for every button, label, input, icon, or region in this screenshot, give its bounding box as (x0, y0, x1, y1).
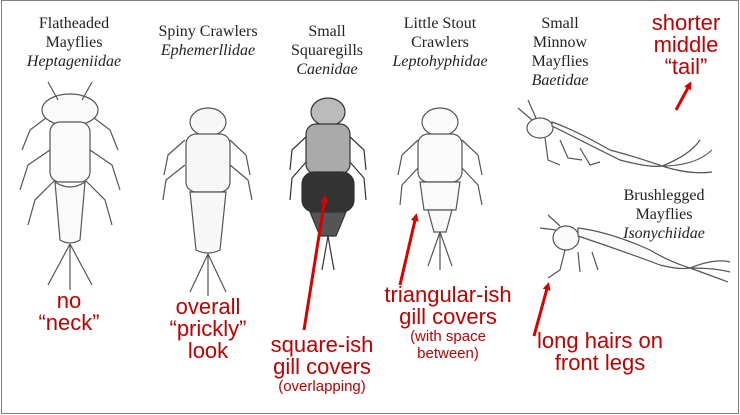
common-name-line: Minnow (520, 33, 600, 52)
common-name-line: Spiny Crawlers (145, 22, 271, 41)
note-line: look (152, 340, 264, 362)
small-squaregill-drawing (290, 98, 366, 270)
common-name-line: Mayflies (606, 205, 722, 224)
note-line: gill covers (260, 356, 384, 378)
note-shorter-middle-tail: shorter middle “tail” (640, 12, 732, 78)
note-long-hairs-front-legs: long hairs on front legs (518, 330, 682, 374)
label-flatheaded-mayflies: Flatheaded Mayflies Heptageniidae (14, 14, 134, 71)
label-spiny-crawlers: Spiny Crawlers Ephemerllidae (145, 22, 271, 60)
common-name-line: Mayflies (520, 52, 600, 71)
note-triangular-gill-covers: triangular-ish gill covers (with space b… (368, 284, 528, 362)
common-name-line: Small (520, 14, 600, 33)
note-line: (overlapping) (260, 378, 384, 395)
note-line: gill covers (368, 306, 528, 328)
label-little-stout-crawlers: Little Stout Crawlers Leptohyphidae (382, 14, 498, 71)
arrow-middle-tail (676, 84, 690, 110)
small-minnow-mayfly-drawing (518, 100, 712, 173)
common-name-line: Mayflies (14, 33, 134, 52)
latin-name: Baetidae (520, 71, 600, 90)
note-line: shorter (640, 12, 732, 34)
note-line: long hairs on (518, 330, 682, 352)
note-line: triangular-ish (368, 284, 528, 306)
note-line: overall (152, 296, 264, 318)
latin-name: Leptohyphidae (382, 52, 498, 71)
common-name-line: Little Stout (382, 14, 498, 33)
note-line: “prickly” (152, 318, 264, 340)
note-line: “tail” (640, 56, 732, 78)
label-brushlegged-mayflies: Brushlegged Mayflies Isonychiidae (606, 186, 722, 243)
common-name-line: Crawlers (382, 33, 498, 52)
note-square-gill-covers: square-ish gill covers (overlapping) (260, 334, 384, 395)
common-name-line: Squaregills (280, 41, 374, 60)
latin-name: Isonychiidae (606, 224, 722, 243)
flatheaded-mayfly-drawing (20, 82, 120, 290)
spiny-crawler-drawing (163, 108, 252, 296)
note-line: “neck” (14, 312, 124, 334)
note-prickly-look: overall “prickly” look (152, 296, 264, 362)
note-no-neck: no “neck” (14, 290, 124, 334)
arrow-triangular-gills (400, 216, 416, 285)
note-line: square-ish (260, 334, 384, 356)
common-name-line: Brushlegged (606, 186, 722, 205)
latin-name: Ephemerllidae (145, 41, 271, 60)
common-name-line: Small (280, 22, 374, 41)
note-line: (with space (368, 328, 528, 345)
note-line: no (14, 290, 124, 312)
note-line: between) (368, 345, 528, 362)
latin-name: Caenidae (280, 60, 374, 79)
latin-name: Heptageniidae (14, 52, 134, 71)
label-small-squaregills: Small Squaregills Caenidae (280, 22, 374, 79)
note-line: middle (640, 34, 732, 56)
common-name-line: Flatheaded (14, 14, 134, 33)
note-line: front legs (518, 352, 682, 374)
label-small-minnow-mayflies: Small Minnow Mayflies Baetidae (520, 14, 600, 90)
